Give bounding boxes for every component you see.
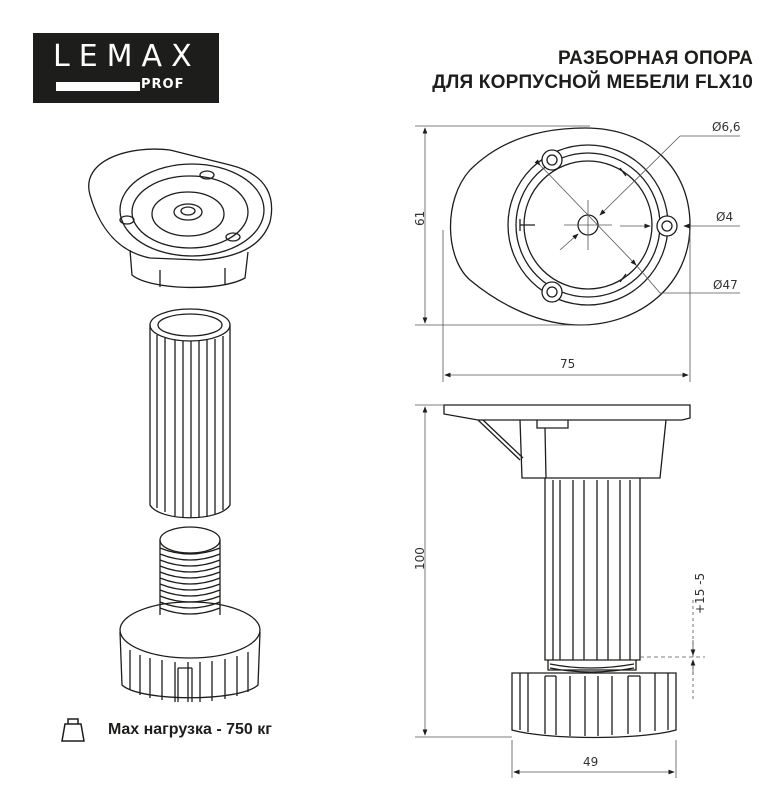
title-line-1: РАЗБОРНАЯ ОПОРА xyxy=(557,48,753,69)
mounting-plate-illustration xyxy=(88,148,273,289)
title-line-2: ДЛЯ КОРПУСНОЙ МЕБЕЛИ FLX10 xyxy=(432,72,753,93)
page-title: РАЗБОРНАЯ ОПОРА ДЛЯ КОРПУСНОЙ МЕБЕЛИ FLX… xyxy=(432,47,753,95)
logo-brand-text: LEMAX xyxy=(53,39,201,74)
side-view-drawing: 100 +15 -5 49 xyxy=(413,404,707,778)
logo-sub-text: PROF xyxy=(141,77,185,92)
brand-logo: LEMAX PROF xyxy=(33,33,219,103)
ribbed-tube-illustration xyxy=(149,308,231,519)
max-load-text: Max нагрузка - 750 кг xyxy=(108,721,272,738)
threaded-foot-illustration xyxy=(119,526,261,702)
dim-top-height: 61 xyxy=(413,211,427,226)
top-view-drawing: Ø6,6 Ø4 Ø47 61 75 xyxy=(413,120,741,382)
dim-hole-small: Ø6,6 xyxy=(712,120,741,134)
dim-adjust: +15 -5 xyxy=(693,573,707,614)
dim-top-width: 75 xyxy=(560,357,575,371)
dim-side-height: 100 xyxy=(413,547,427,570)
max-load-info: Max нагрузка - 750 кг xyxy=(60,717,272,743)
logo-bar xyxy=(56,82,140,91)
dim-circle: Ø47 xyxy=(713,278,738,292)
dim-base-width: 49 xyxy=(583,755,598,769)
weight-icon xyxy=(61,718,85,742)
dim-hole-center: Ø4 xyxy=(716,210,733,224)
exploded-view xyxy=(88,148,273,702)
